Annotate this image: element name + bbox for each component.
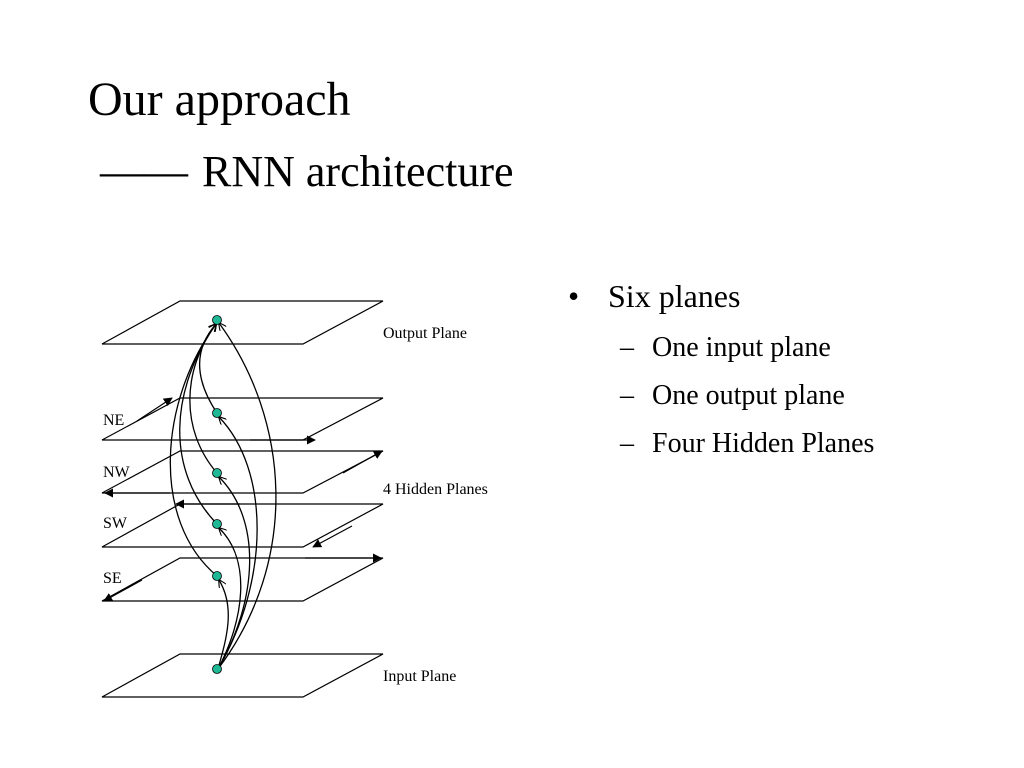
connection-input-to-nw — [217, 477, 251, 670]
bullet-main-text: Six planes — [608, 278, 741, 314]
dash-marker: – — [620, 380, 634, 411]
hidden-node-ne — [212, 408, 222, 418]
connection-input-to-output — [217, 323, 277, 670]
hidden-plane-sw — [101, 503, 384, 548]
sub-bullet-text: Four Hidden Planes — [652, 428, 875, 459]
direction-label-sw: SW — [103, 515, 128, 532]
slide-title: Our approach — [88, 73, 351, 126]
title-dash: —— — [100, 147, 188, 196]
hidden-plane-ne — [101, 397, 384, 441]
sw-arrow-down — [312, 525, 353, 548]
input-node — [212, 664, 222, 674]
rnn-architecture-diagram: Output Plane 4 Hidden Planes Input Plane… — [101, 300, 488, 698]
sub-bullet-text: One output plane — [652, 380, 845, 411]
dash-marker: – — [620, 332, 634, 363]
hidden-node-sw — [212, 519, 222, 529]
bullet-marker: • — [568, 278, 580, 314]
sub-bullet-text: One input plane — [652, 332, 831, 363]
hidden-node-se — [212, 571, 222, 581]
connection-se-to-output — [169, 324, 218, 577]
connection-input-to-sw — [217, 528, 242, 670]
output-node — [212, 315, 222, 325]
slide-subtitle: —— RNN architecture — [100, 144, 514, 200]
sub-bullet: –One input plane — [620, 324, 1008, 372]
ne-arrow-up — [136, 397, 173, 422]
hidden-planes-label: 4 Hidden Planes — [383, 481, 488, 498]
nw-arrow-up — [342, 450, 383, 474]
sub-bullet-list: –One input plane –One output plane –Four… — [568, 324, 1008, 468]
direction-label-nw: NW — [103, 464, 131, 481]
hidden-plane-nw — [101, 450, 384, 494]
hidden-plane-se — [101, 557, 384, 602]
input-plane — [101, 653, 384, 698]
sub-bullet: –Four Hidden Planes — [620, 420, 1008, 468]
input-plane-label: Input Plane — [383, 668, 456, 685]
direction-label-ne: NE — [103, 412, 124, 429]
connection-ne-to-output — [199, 324, 218, 414]
dash-marker: – — [620, 428, 634, 459]
output-plane-label: Output Plane — [383, 325, 467, 342]
bullet-main: •Six planes –One input plane –One output… — [568, 276, 1008, 468]
direction-label-se: SE — [103, 570, 122, 587]
output-plane — [101, 300, 384, 345]
bullet-list: •Six planes –One input plane –One output… — [568, 276, 1008, 468]
sub-bullet: –One output plane — [620, 372, 1008, 420]
subtitle-text: RNN architecture — [202, 147, 514, 196]
se-arrow-down — [103, 579, 143, 602]
hidden-node-nw — [212, 468, 222, 478]
connection-input-to-ne — [217, 417, 258, 670]
connection-input-to-se — [217, 580, 229, 670]
